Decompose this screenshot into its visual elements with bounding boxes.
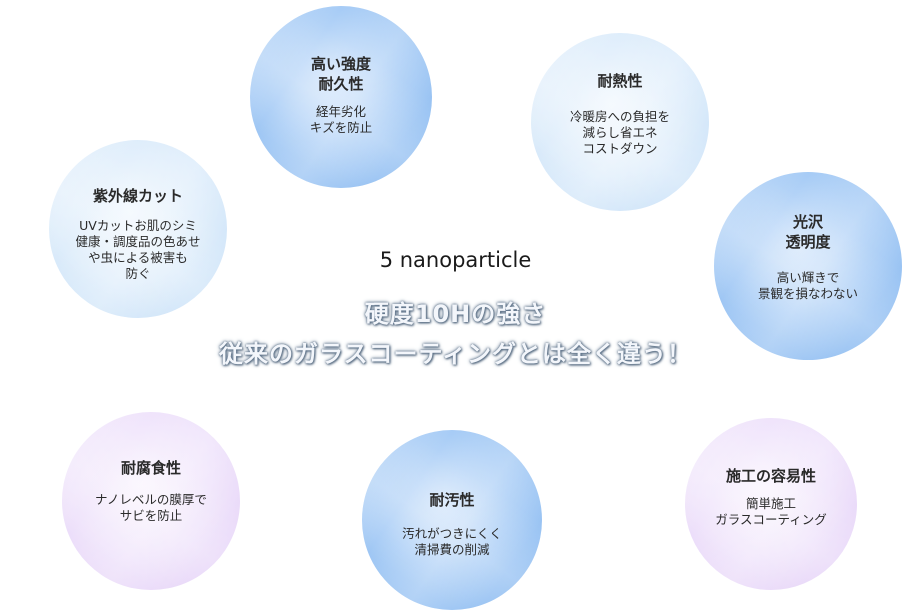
feature-gloss-transparency: 光沢 透明度 高い輝きで 景観を損なわない (714, 172, 902, 360)
feature-title: 光沢 透明度 (785, 213, 831, 251)
feature-title: 耐熱性 (597, 72, 643, 90)
feature-description: 冷暖房への負担を 減らし省エネ コストダウン (569, 109, 670, 156)
feature-easy-application: 施工の容易性 簡単施工 ガラスコーティング (685, 418, 857, 590)
feature-title: 耐汚性 (429, 491, 475, 509)
feature-stain-resistance: 耐汚性 汚れがつきにくく 清掃費の削減 (362, 430, 542, 610)
feature-title: 施工の容易性 (725, 467, 816, 485)
tagline-hardness: 硬度10Hの強さ (364, 300, 547, 328)
feature-title: 耐腐食性 (120, 459, 181, 477)
feature-title: 紫外線カット (92, 187, 183, 205)
product-name: 5 nanoparticle (379, 248, 532, 272)
feature-title: 高い強度 耐久性 (310, 55, 371, 93)
feature-description: 汚れがつきにくく 清掃費の削減 (402, 526, 502, 557)
feature-description: 経年劣化 キズを防止 (309, 104, 373, 135)
feature-description: 高い輝きで 景観を損なわない (757, 270, 858, 301)
feature-description: ナノレベルの膜厚で サビを防止 (95, 492, 207, 523)
feature-strength-durability: 高い強度 耐久性 経年劣化 キズを防止 (250, 6, 432, 188)
feature-description: UVカットお肌のシミ 健康・調度品の色あせ や虫による被害も 防ぐ (75, 218, 201, 281)
feature-corrosion-resistance: 耐腐食性 ナノレベルの膜厚で サビを防止 (62, 412, 240, 590)
feature-uv-cut: 紫外線カット UVカットお肌のシミ 健康・調度品の色あせ や虫による被害も 防ぐ (49, 140, 227, 318)
feature-heat-resistance: 耐熱性 冷暖房への負担を 減らし省エネ コストダウン (531, 33, 709, 211)
feature-description: 簡単施工 ガラスコーティング (715, 496, 827, 527)
tagline-comparison: 従来のガラスコーティングとは全く違う！ (218, 340, 693, 368)
